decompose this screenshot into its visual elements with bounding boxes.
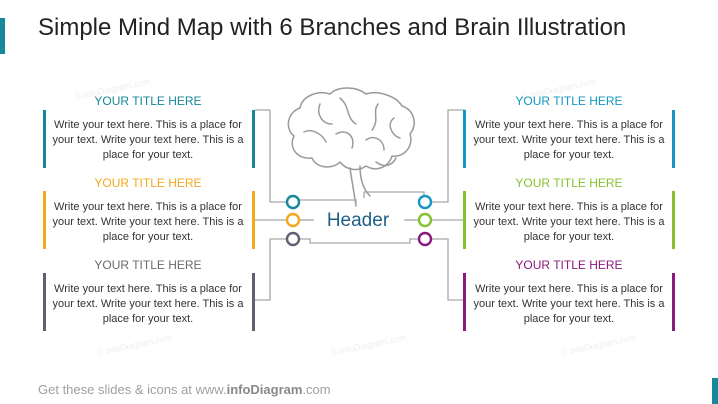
branch-text: Write your text here. This is a place fo…	[473, 119, 665, 161]
footer-prefix: Get these slides & icons at www.	[38, 382, 227, 397]
branch-right-2: YOUR TITLE HERE Write your text here. Th…	[459, 176, 679, 245]
branch-bar-right-3	[672, 273, 675, 331]
branch-title: YOUR TITLE HERE	[94, 176, 202, 190]
branch-left-1: YOUR TITLE HERE Write your text here. Th…	[38, 94, 258, 163]
branch-bar-left-1-inner	[252, 110, 255, 168]
corner-accent	[712, 378, 718, 404]
footer-suffix: .com	[302, 382, 331, 397]
node-circle-right-1	[417, 194, 433, 210]
branch-bar-left-3	[43, 273, 46, 331]
branch-title: YOUR TITLE HERE	[94, 258, 202, 272]
branch-text: Write your text here. This is a place fo…	[52, 201, 244, 243]
node-circle-left-1	[285, 194, 301, 210]
branch-bar-right-3-inner	[463, 273, 466, 331]
branch-bar-right-2-inner	[463, 191, 466, 249]
connector-lines	[255, 109, 465, 301]
branch-right-1: YOUR TITLE HERE Write your text here. Th…	[459, 94, 679, 163]
footer-brand: infoDiagram	[226, 382, 303, 397]
slide-title: Simple Mind Map with 6 Branches and Brai…	[38, 14, 627, 41]
node-circle-left-3	[285, 231, 301, 247]
footer: Get these slides & icons at www.infoDiag…	[38, 382, 331, 397]
node-circle-right-3	[417, 231, 433, 247]
branch-bar-left-2	[43, 191, 46, 249]
branch-title: YOUR TITLE HERE	[515, 94, 623, 108]
branch-bar-right-2	[672, 191, 675, 249]
node-circle-right-2	[417, 212, 433, 228]
brain-icon	[287, 87, 415, 207]
accent-tab	[0, 18, 5, 54]
branch-title: YOUR TITLE HERE	[94, 94, 202, 108]
branch-text: Write your text here. This is a place fo…	[52, 283, 244, 325]
branch-title: YOUR TITLE HERE	[515, 176, 623, 190]
branch-bar-left-1	[43, 110, 46, 168]
branch-text: Write your text here. This is a place fo…	[473, 201, 665, 243]
node-circle-left-2	[285, 212, 301, 228]
branch-text: Write your text here. This is a place fo…	[52, 119, 244, 161]
branch-bar-left-2-inner	[252, 191, 255, 249]
branch-bar-right-1	[672, 110, 675, 168]
branch-left-3: YOUR TITLE HERE Write your text here. Th…	[38, 258, 258, 327]
branch-left-2: YOUR TITLE HERE Write your text here. Th…	[38, 176, 258, 245]
branch-bar-right-1-inner	[463, 110, 466, 168]
branch-bar-left-3-inner	[252, 273, 255, 331]
center-header: Header	[326, 210, 390, 231]
branch-title: YOUR TITLE HERE	[515, 258, 623, 272]
branch-right-3: YOUR TITLE HERE Write your text here. Th…	[459, 258, 679, 327]
branch-text: Write your text here. This is a place fo…	[473, 283, 665, 325]
